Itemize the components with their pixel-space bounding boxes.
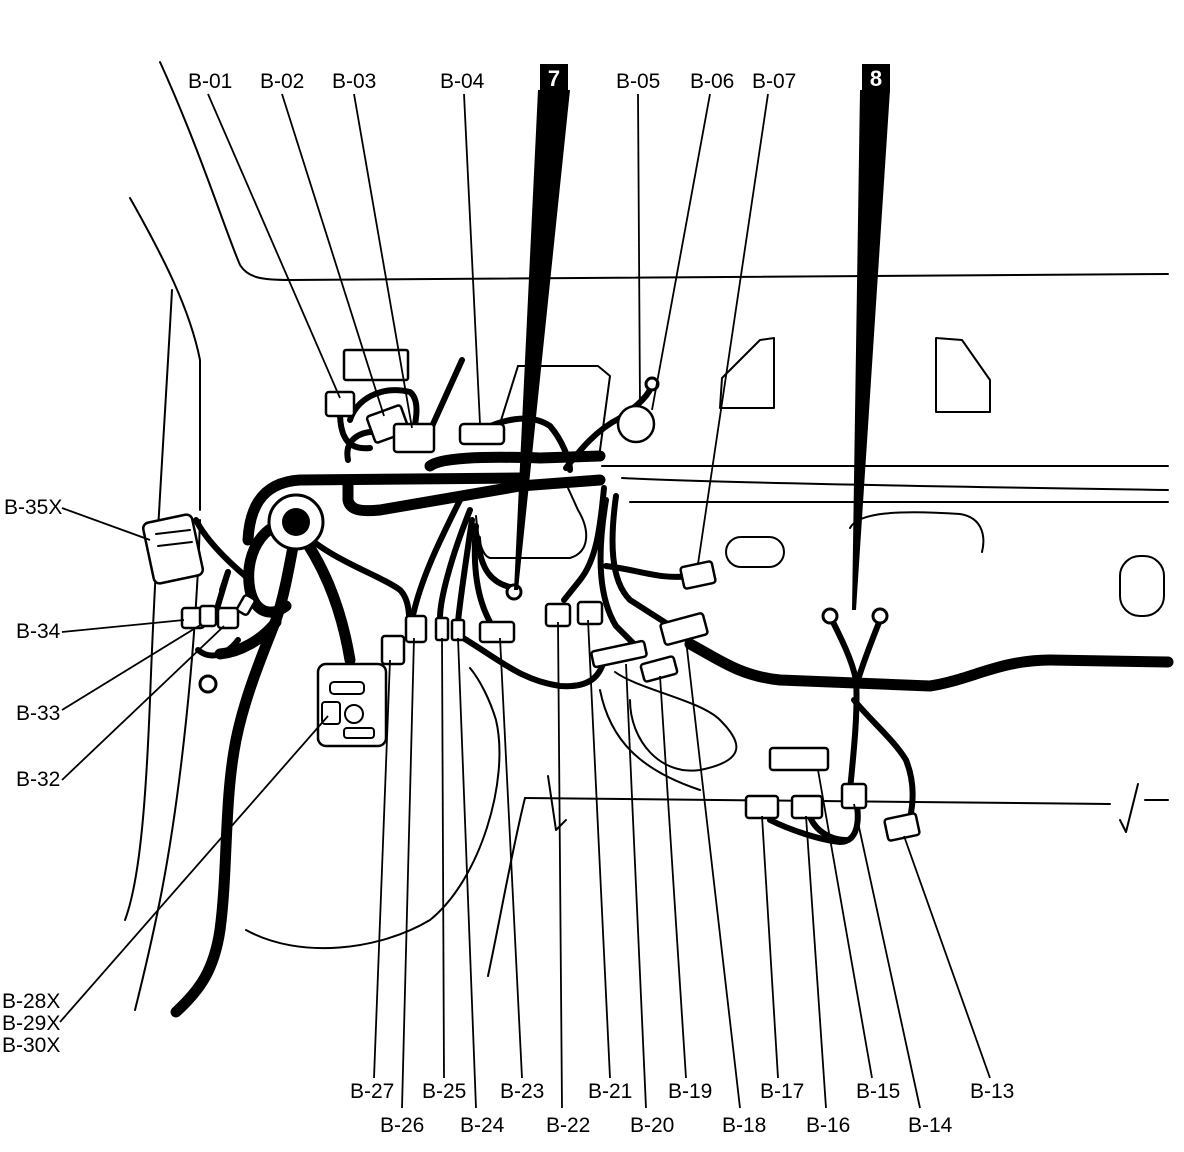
label-b02: B-02 <box>260 70 304 93</box>
connector-b23 <box>478 620 516 644</box>
view-arrow-7: 7 <box>514 64 570 590</box>
connector-b25 <box>434 616 450 642</box>
label-b33: B-33 <box>16 702 60 725</box>
label-b03: B-03 <box>332 70 376 93</box>
connector-b24 <box>450 618 466 642</box>
main-harness <box>170 450 1174 1018</box>
connector-b35x <box>141 513 205 585</box>
view-marker-8: 8 <box>870 66 882 91</box>
ground-terminal-icon <box>198 674 218 694</box>
label-b28x: B-28X <box>2 990 60 1013</box>
connector-b05 <box>616 404 656 444</box>
label-b04: B-04 <box>440 70 485 93</box>
label-b29x: B-29X <box>2 1012 60 1035</box>
ground-terminal-icon <box>871 607 889 625</box>
ground-terminal-icon <box>821 607 839 625</box>
connector-b04 <box>458 422 506 446</box>
label-b20: B-20 <box>630 1114 674 1137</box>
label-b07: B-07 <box>752 70 796 93</box>
label-b06: B-06 <box>690 70 734 93</box>
connector-b07 <box>679 560 717 590</box>
label-b15: B-15 <box>856 1080 900 1103</box>
callout-labels: B-01 B-02 B-03 B-04 B-05 B-06 B-07 B-35X… <box>2 70 1014 1137</box>
label-b26: B-26 <box>380 1114 424 1137</box>
body-outline <box>124 61 1169 1011</box>
label-b21: B-21 <box>588 1080 632 1103</box>
label-b19: B-19 <box>668 1080 712 1103</box>
connector-b26 <box>404 614 428 644</box>
connector-b19 <box>639 655 679 683</box>
label-b05: B-05 <box>616 70 660 93</box>
label-b30x: B-30X <box>2 1034 60 1057</box>
ground-terminal-icon <box>644 376 660 392</box>
connector-b33 <box>198 604 218 628</box>
connector-b03 <box>392 422 436 454</box>
connector-b27 <box>380 634 406 666</box>
ground-terminal-icon <box>505 583 523 601</box>
grommet-and-grounds <box>198 376 889 694</box>
leader-lines <box>59 93 991 1109</box>
connector-b01 <box>324 390 356 418</box>
label-b13: B-13 <box>970 1080 1014 1103</box>
label-b27: B-27 <box>350 1080 394 1103</box>
connector-b18 <box>659 612 709 646</box>
label-b25: B-25 <box>422 1080 466 1103</box>
connector-b17 <box>744 794 780 820</box>
label-b01: B-01 <box>188 70 232 93</box>
connector-b20 <box>590 639 648 669</box>
connector-b32 <box>216 606 240 630</box>
label-b16: B-16 <box>806 1114 850 1137</box>
label-b34: B-34 <box>16 620 61 643</box>
label-b35x: B-35X <box>4 496 62 519</box>
label-b14: B-14 <box>908 1114 953 1137</box>
label-b32: B-32 <box>16 768 60 791</box>
view-marker-7: 7 <box>548 66 560 91</box>
connector-b21 <box>576 600 604 626</box>
label-b17: B-17 <box>760 1080 804 1103</box>
label-b24: B-24 <box>460 1114 505 1137</box>
view-arrow-8: 8 <box>852 64 890 610</box>
connector-b16 <box>790 794 824 820</box>
label-b23: B-23 <box>500 1080 544 1103</box>
connector-b15-housing <box>768 746 830 772</box>
label-b22: B-22 <box>546 1114 590 1137</box>
connector-b13 <box>883 812 921 842</box>
label-b18: B-18 <box>722 1114 766 1137</box>
